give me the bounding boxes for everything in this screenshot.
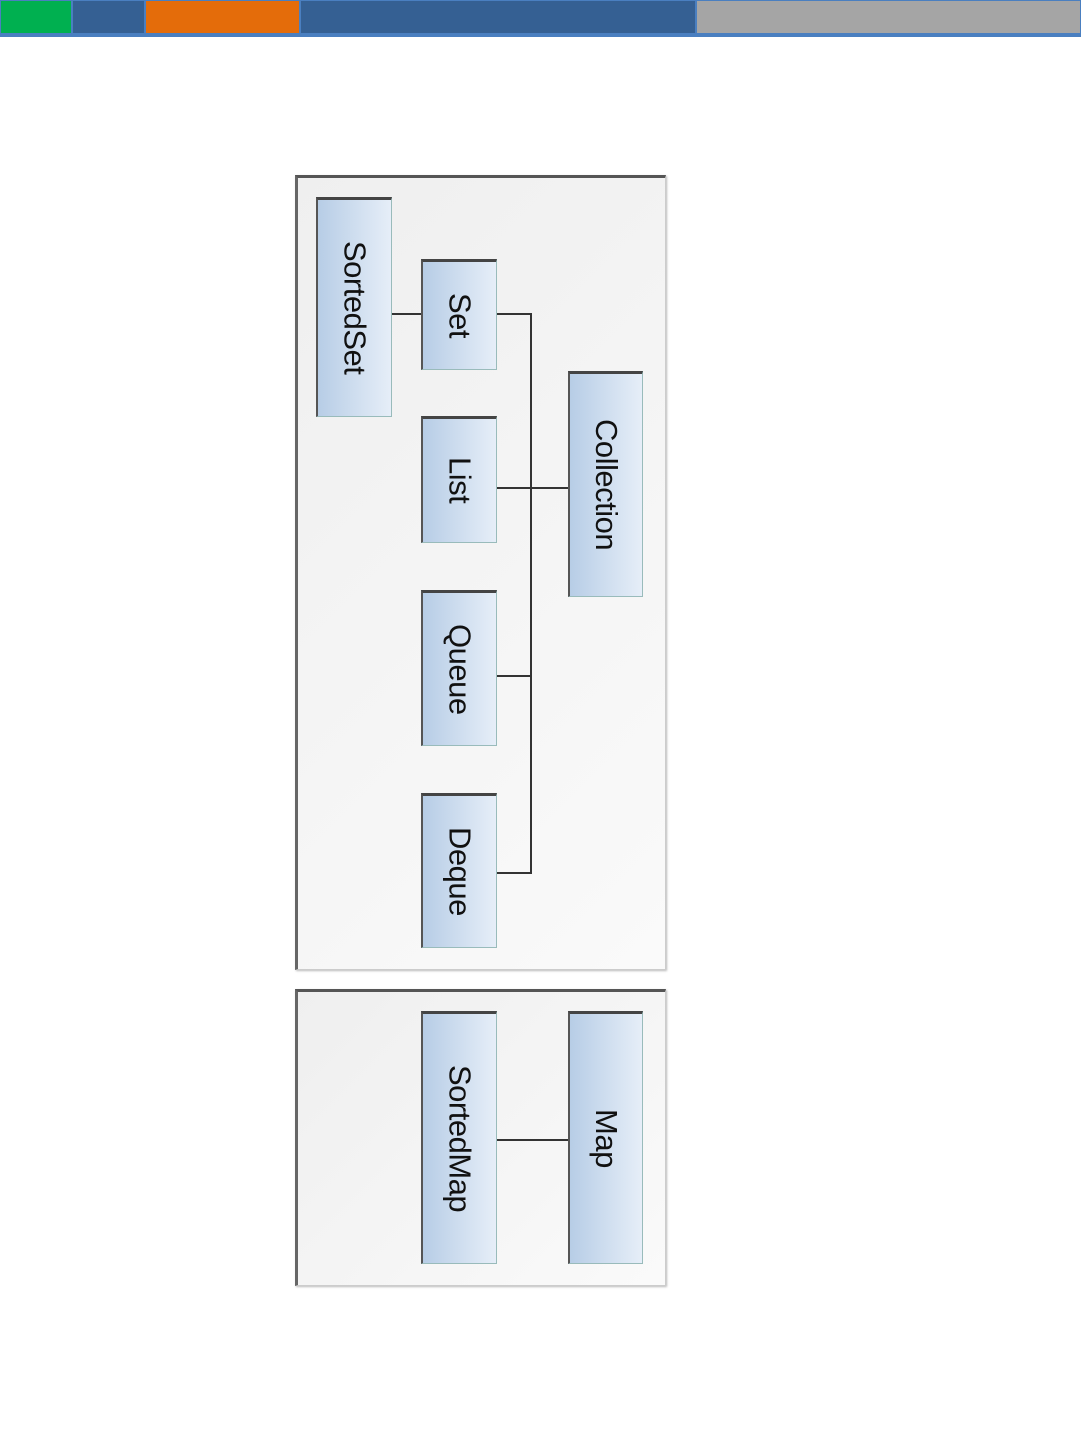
header-segment-orange	[145, 0, 300, 34]
node-deque: Deque	[421, 793, 497, 948]
node-set: Set	[421, 259, 497, 370]
node-label: Deque	[442, 827, 478, 916]
node-map: Map	[568, 1011, 643, 1264]
connector-trunk	[530, 313, 532, 874]
node-label: Queue	[442, 623, 478, 715]
node-sortedmap: SortedMap	[421, 1011, 497, 1264]
node-collection: Collection	[568, 371, 643, 597]
header-segment-gray	[696, 0, 1081, 34]
connector-deque	[497, 872, 532, 874]
node-list: List	[421, 416, 497, 543]
node-label: SortedSet	[337, 241, 373, 375]
header-segment-green	[0, 0, 72, 34]
connector-sortedmap-map	[497, 1139, 568, 1141]
node-label: Collection	[589, 419, 624, 551]
connector-sortedset-set	[392, 313, 421, 315]
node-label: List	[442, 457, 478, 504]
connector-queue	[497, 675, 532, 677]
header-segment-blue	[72, 0, 145, 34]
header-underline	[0, 34, 1081, 37]
node-queue: Queue	[421, 590, 497, 746]
node-label: SortedMap	[442, 1064, 478, 1213]
node-label: Set	[442, 292, 478, 339]
connector-list	[497, 487, 568, 489]
connector-set	[497, 313, 532, 315]
header-segment-blue-wide	[300, 0, 696, 34]
node-sortedset: SortedSet	[316, 197, 392, 417]
node-label: Map	[589, 1109, 624, 1168]
